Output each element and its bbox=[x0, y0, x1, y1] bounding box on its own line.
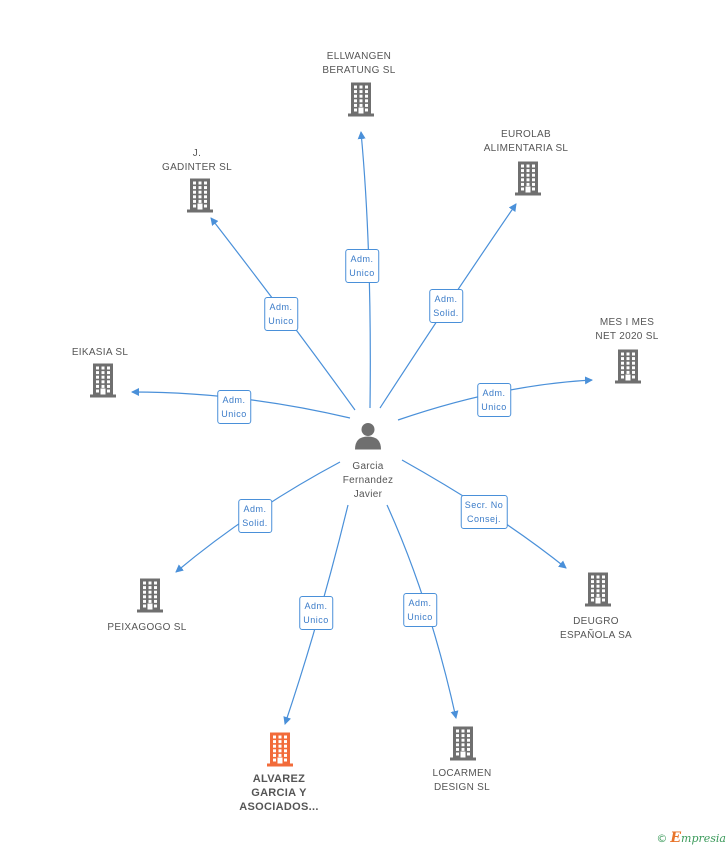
relation-badge-locarmen: Adm. Unico bbox=[403, 593, 437, 627]
company-name-line: EUROLAB bbox=[501, 129, 551, 140]
relation-line: Unico bbox=[221, 409, 247, 419]
relation-line: Adm. bbox=[350, 254, 374, 264]
relation-line: Solid. bbox=[433, 308, 459, 318]
company-name-line: NET 2020 SL bbox=[595, 331, 659, 342]
company-name-line: DEUGRO bbox=[573, 616, 619, 627]
relation-line: Adm. bbox=[434, 294, 458, 304]
building-icon-mesimes[interactable] bbox=[615, 349, 641, 389]
company-name-line: ESPAÑOLA SA bbox=[559, 630, 633, 641]
relation-line: Unico bbox=[407, 612, 433, 622]
company-name-line: DESIGN SL bbox=[433, 782, 491, 793]
company-name-locarmen[interactable]: LOCARMEN DESIGN SL bbox=[432, 767, 491, 795]
company-name-line: ALVAREZ bbox=[252, 773, 306, 785]
person-name-line: Fernandez bbox=[342, 475, 394, 486]
brand-name: mpresia bbox=[681, 832, 726, 845]
company-name-deugro[interactable]: DEUGRO ESPAÑOLA SA bbox=[560, 615, 632, 643]
brand-initial: E bbox=[670, 830, 682, 846]
company-name-ellwangen[interactable]: ELLWANGEN BERATUNG SL bbox=[322, 50, 395, 78]
relation-badge-peixagogo: Adm. Solid. bbox=[238, 499, 272, 533]
company-name-alvarez[interactable]: ALVAREZ GARCIA Y ASOCIADOS... bbox=[239, 772, 318, 814]
company-name-gadinter[interactable]: J. GADINTER SL bbox=[162, 147, 232, 175]
relation-line: Unico bbox=[349, 268, 375, 278]
relation-line: Unico bbox=[303, 615, 329, 625]
relation-line: Unico bbox=[268, 316, 294, 326]
relation-badge-eikasia: Adm. Unico bbox=[217, 390, 251, 424]
building-icon-locarmen[interactable] bbox=[450, 726, 476, 766]
relation-badge-deugro: Secr. No Consej. bbox=[460, 495, 508, 529]
company-name-line: BERATUNG SL bbox=[322, 65, 396, 76]
building-icon-deugro[interactable] bbox=[585, 572, 611, 612]
company-name-line: LOCARMEN bbox=[432, 768, 492, 779]
relation-line: Adm. bbox=[304, 601, 328, 611]
company-name-mesimes[interactable]: MES I MES NET 2020 SL bbox=[595, 316, 658, 344]
relation-line: Solid. bbox=[242, 518, 268, 528]
company-name-line: PEIXAGOGO SL bbox=[107, 622, 187, 633]
company-name-peixagogo[interactable]: PEIXAGOGO SL bbox=[107, 621, 186, 635]
person-name-line: Garcia bbox=[352, 461, 384, 472]
empresia-footer: ©Empresia bbox=[656, 830, 726, 846]
relation-line: Consej. bbox=[466, 514, 502, 524]
person-name-line: Javier bbox=[353, 489, 383, 500]
relation-badge-gadinter: Adm. Unico bbox=[264, 297, 298, 331]
relation-badge-mesimes: Adm. Unico bbox=[477, 383, 511, 417]
company-name-line: EIKASIA SL bbox=[71, 347, 129, 358]
company-name-line: ASOCIADOS... bbox=[239, 801, 319, 813]
building-icon-eikasia[interactable] bbox=[90, 363, 116, 403]
company-name-eurolab[interactable]: EUROLAB ALIMENTARIA SL bbox=[484, 128, 569, 156]
building-icon-gadinter[interactable] bbox=[187, 178, 213, 218]
relation-badge-ellwangen: Adm. Unico bbox=[345, 249, 379, 283]
person-icon[interactable] bbox=[354, 422, 382, 455]
relation-badge-alvarez: Adm. Unico bbox=[299, 596, 333, 630]
relation-line: Adm. bbox=[222, 395, 246, 405]
company-name-line: ELLWANGEN bbox=[326, 51, 392, 62]
building-icon-alvarez[interactable] bbox=[267, 732, 293, 772]
company-name-line: J. bbox=[192, 148, 202, 159]
relation-line: Adm. bbox=[269, 302, 293, 312]
company-name-line: GADINTER SL bbox=[162, 162, 232, 173]
relation-line: Unico bbox=[481, 402, 507, 412]
relation-line: Adm. bbox=[408, 598, 432, 608]
building-icon-peixagogo[interactable] bbox=[137, 578, 163, 618]
company-name-line: GARCIA Y bbox=[251, 787, 307, 799]
copyright-icon: © bbox=[656, 832, 668, 845]
relation-line: Adm. bbox=[243, 504, 267, 514]
relation-line: Secr. No bbox=[464, 500, 504, 510]
relation-badge-eurolab: Adm. Solid. bbox=[429, 289, 463, 323]
building-icon-eurolab[interactable] bbox=[515, 161, 541, 201]
company-name-line: MES I MES bbox=[599, 317, 655, 328]
company-name-eikasia[interactable]: EIKASIA SL bbox=[72, 346, 128, 360]
relation-line: Adm. bbox=[482, 388, 506, 398]
building-icon-ellwangen[interactable] bbox=[348, 82, 374, 122]
company-name-line: ALIMENTARIA SL bbox=[483, 143, 569, 154]
